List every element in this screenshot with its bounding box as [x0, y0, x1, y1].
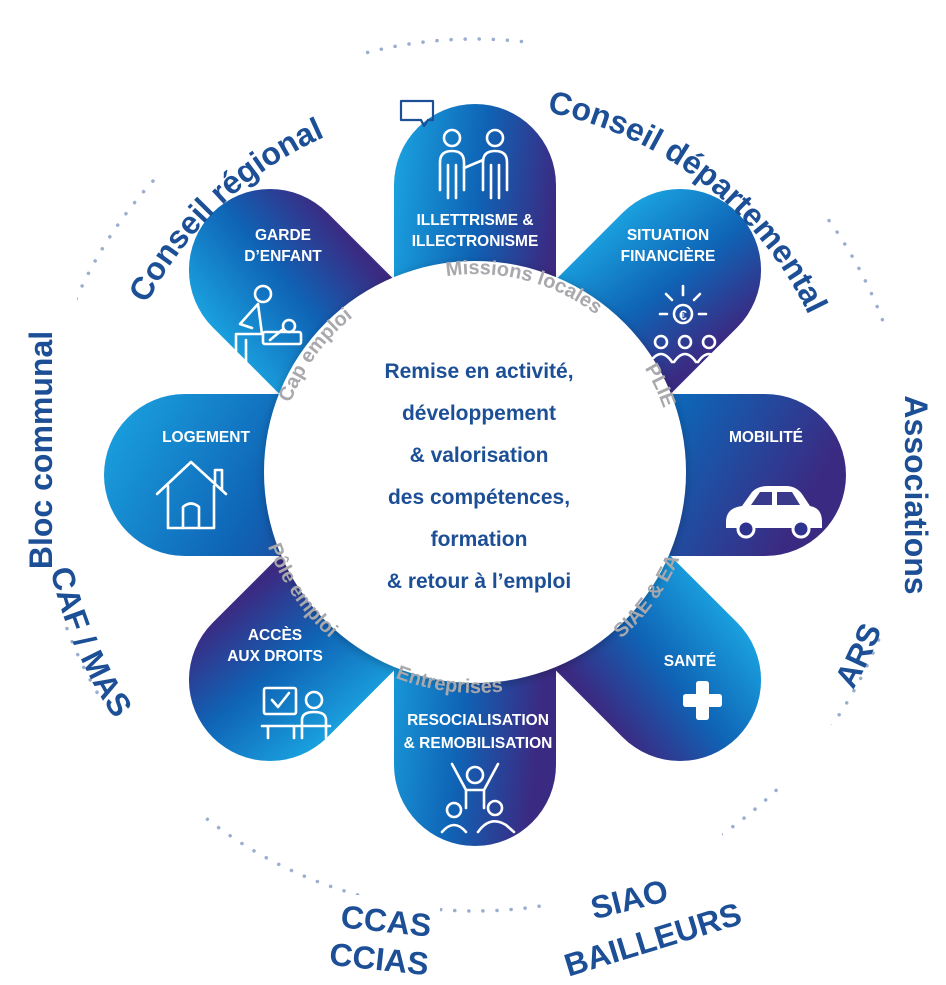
petal-label-mobilite: MOBILITÉ [729, 429, 803, 446]
center-line-1: Remise en activité, [384, 360, 573, 383]
outer-label-caf-mas: CAF / MAS [44, 563, 140, 723]
petal-label-acces-1: ACCÈS [248, 627, 302, 644]
petal-label-resocialisation-2: & REMOBILISATION [404, 735, 553, 752]
car-icon [726, 486, 822, 539]
center-line-5: formation [431, 528, 528, 551]
house-icon [155, 460, 228, 530]
petal-label-situation-1: SITUATION [627, 227, 709, 244]
petal-label-resocialisation-1: RESOCIALISATION [407, 712, 549, 729]
outer-label-associations: Associations [898, 395, 934, 594]
petal-label-situation-2: FINANCIÈRE [621, 248, 716, 265]
desk-checklist-icon [260, 686, 332, 740]
center-circle [264, 261, 686, 683]
child-care-icon [234, 284, 303, 366]
speech-bubble-icon [399, 99, 435, 128]
two-people-icon [438, 128, 509, 200]
petal-label-acces-2: AUX DROITS [227, 648, 323, 665]
petal-label-garde-1: GARDE [255, 227, 311, 244]
euro-group-icon [648, 284, 722, 364]
center-line-6: & retour à l’emploi [387, 570, 571, 593]
center-line-4: des compétences, [388, 486, 570, 509]
petal-label-logement: LOGEMENT [162, 429, 250, 446]
center-line-3: & valorisation [410, 444, 549, 467]
petal-label-illettrisme-1: ILLETTRISME & [416, 212, 533, 229]
outer-label-knockouts [12, 0, 942, 985]
petal-label-sante: SANTÉ [664, 653, 717, 670]
center-text: Remise en activité, développement & valo… [384, 360, 573, 593]
center-line-2: développement [402, 402, 556, 425]
outer-label-ars: ARS [828, 618, 889, 693]
petal-label-illettrisme-2: ILLECTRONISME [412, 233, 539, 250]
cross-icon [683, 681, 722, 720]
petal-label-garde-2: D’ENFANT [244, 248, 322, 265]
outer-label-bloc-communal: Bloc communal [23, 331, 59, 569]
group-cheer-icon [440, 762, 516, 834]
euro-symbol-icon: € [679, 307, 687, 323]
